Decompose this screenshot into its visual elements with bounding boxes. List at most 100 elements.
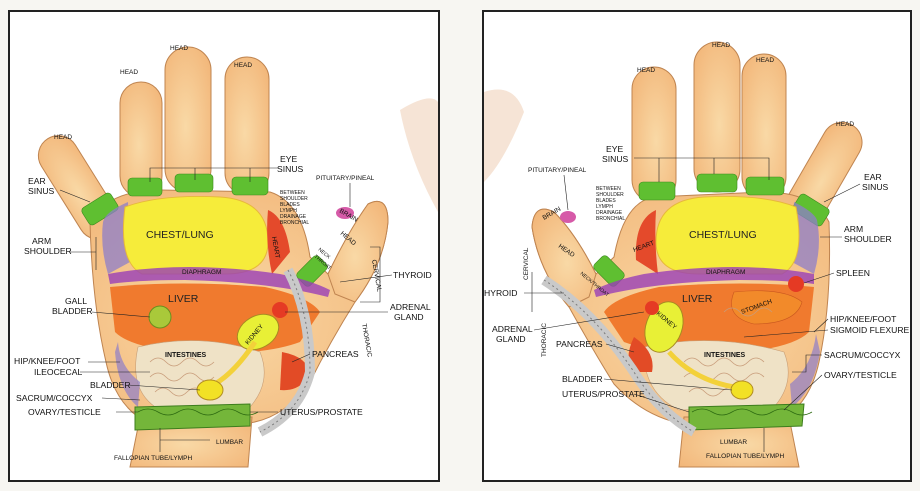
head-index-label: HEAD bbox=[756, 57, 774, 64]
pituitary-label: PITUITARY/PINEAL bbox=[316, 175, 375, 182]
lumbar-label: LUMBAR bbox=[720, 439, 747, 446]
chest-lung-zone bbox=[655, 195, 800, 275]
head-pinky-label: HEAD bbox=[54, 134, 72, 141]
shoulder-label: SHOULDER bbox=[24, 246, 72, 256]
hip-zone bbox=[790, 334, 820, 407]
ear-sinus-label: SINUS bbox=[28, 186, 55, 196]
head-ring-label: HEAD bbox=[637, 67, 655, 74]
head-middle-label: HEAD bbox=[170, 45, 188, 52]
lumbar-pattern bbox=[691, 408, 813, 416]
svg-text:BETWEEN: BETWEEN bbox=[596, 186, 621, 192]
brain-spot bbox=[560, 211, 576, 223]
head-ring-label: HEAD bbox=[234, 62, 252, 69]
lumbar-band bbox=[688, 403, 805, 431]
ear-sinus-label: SINUS bbox=[862, 182, 889, 192]
ring-finger bbox=[224, 56, 270, 196]
diaphragm-zone bbox=[594, 267, 814, 297]
svg-text:SHOULDER: SHOULDER bbox=[280, 196, 308, 202]
gall-label: GALL bbox=[65, 296, 87, 306]
between-shoulder-blades-label: BETWEEN SHOULDER BLADES LYMPH DRAINAGE B… bbox=[280, 190, 309, 226]
svg-text:DRAINAGE: DRAINAGE bbox=[280, 214, 307, 220]
chest-lung-label: CHEST/LUNG bbox=[689, 229, 757, 241]
right-hand-panel: CHEST/LUNG HEART DIAPHRAGM LIVER STOMACH… bbox=[482, 10, 912, 482]
intestine-coils bbox=[683, 307, 773, 397]
svg-text:BRONCHIAL: BRONCHIAL bbox=[596, 216, 625, 222]
bladder-zone bbox=[196, 379, 224, 401]
svg-text:BLADES: BLADES bbox=[596, 198, 616, 204]
sacrum-coccyx-label: SACRUM/COCCYX bbox=[824, 350, 901, 360]
middle-finger bbox=[164, 46, 212, 193]
adrenal-label: ADRENAL bbox=[390, 302, 431, 312]
thoracic-label: THORACIC bbox=[541, 323, 548, 357]
ureter bbox=[667, 350, 735, 390]
head-index-label: HEAD bbox=[120, 69, 138, 76]
hip-knee-foot-label: HIP/KNEE/FOOT bbox=[830, 314, 897, 324]
organ-zones bbox=[102, 195, 354, 437]
bladder-label: BLADDER bbox=[90, 380, 131, 390]
heart-zone bbox=[635, 210, 658, 274]
gall-bladder-zone bbox=[148, 305, 172, 329]
heart-label: HEART bbox=[270, 236, 281, 259]
pituitary-label: PITUITARY/PINEAL bbox=[528, 167, 587, 174]
thyroid-label: THYROID bbox=[393, 270, 432, 280]
sacrum-coccyx-label: SACRUM/COCCYX bbox=[16, 393, 93, 403]
right-hand-diagram: CHEST/LUNG HEART DIAPHRAGM LIVER STOMACH… bbox=[484, 41, 910, 468]
cervical-label: CERVICAL bbox=[523, 247, 530, 280]
gall-bladder-label: BLADDER bbox=[52, 306, 93, 316]
svg-text:LYMPH: LYMPH bbox=[596, 204, 613, 210]
intestines-label: INTESTINES bbox=[704, 352, 746, 359]
lumbar-band bbox=[134, 403, 251, 431]
lumbar-label: LUMBAR bbox=[216, 439, 243, 446]
uterus-prostate-label: UTERUS/PROSTATE bbox=[562, 389, 645, 399]
middle-finger bbox=[693, 41, 741, 193]
ear-label: EAR bbox=[864, 172, 882, 182]
svg-text:DRAINAGE: DRAINAGE bbox=[596, 210, 623, 216]
spleen-zone bbox=[788, 276, 804, 292]
adrenal-gland-label: GLAND bbox=[394, 312, 424, 322]
pancreas-label: PANCREAS bbox=[556, 339, 603, 349]
svg-text:BLADES: BLADES bbox=[280, 202, 300, 208]
arm-shoulder-zone bbox=[102, 202, 130, 274]
sigmoid-flexure-label: SIGMOID FLEXURE bbox=[830, 325, 910, 335]
finger-bands bbox=[593, 173, 830, 287]
svg-text:BETWEEN: BETWEEN bbox=[280, 190, 305, 196]
background-shade bbox=[400, 98, 438, 212]
arm-label: ARM bbox=[844, 224, 863, 234]
eye-sinus-label: SINUS bbox=[602, 154, 629, 164]
hip-knee-foot-label: HIP/KNEE/FOOT bbox=[14, 356, 81, 366]
bladder-zone bbox=[730, 380, 754, 400]
fallopian-label: FALLOPIAN TUBE/LYMPH bbox=[706, 453, 784, 460]
spine-segments bbox=[259, 269, 311, 433]
pancreas-label: PANCREAS bbox=[312, 349, 359, 359]
uterus-prostate-label: UTERUS/PROSTATE bbox=[280, 407, 363, 417]
spine-coil bbox=[541, 275, 697, 437]
svg-text:BRONCHIAL: BRONCHIAL bbox=[280, 220, 309, 226]
adrenal-zone bbox=[272, 302, 288, 318]
kidney-zone bbox=[236, 313, 280, 351]
head-middle-label: HEAD bbox=[712, 42, 730, 49]
left-hand-diagram: CHEST/LUNG HEART DIAPHRAGM LIVER KIDNEY … bbox=[14, 45, 438, 468]
background-shade bbox=[484, 89, 524, 182]
brain-spot bbox=[336, 207, 354, 219]
eye-sinus-label: SINUS bbox=[277, 164, 304, 174]
bladder-label: BLADDER bbox=[562, 374, 603, 384]
adrenal-gland-label: GLAND bbox=[496, 334, 526, 344]
between-shoulder-blades-label: BETWEEN SHOULDER BLADES LYMPH DRAINAGE B… bbox=[596, 186, 625, 222]
finger-bands bbox=[81, 173, 328, 287]
ileocecal-label: ILEOCECAL bbox=[34, 367, 82, 377]
arm-shoulder-zone bbox=[792, 202, 819, 274]
ear-label: EAR bbox=[28, 176, 46, 186]
shoulder-label: SHOULDER bbox=[844, 234, 892, 244]
adrenal-zone bbox=[645, 301, 659, 315]
intestines-label: INTESTINES bbox=[165, 352, 207, 359]
diaphragm-label: DIAPHRAGM bbox=[182, 269, 221, 276]
intestines-zone bbox=[135, 340, 265, 411]
thoracic-label: THORACIC bbox=[360, 323, 373, 358]
fallopian-label: FALLOPIAN TUBE/LYMPH bbox=[114, 455, 192, 462]
head-pinky-label: HEAD bbox=[836, 121, 854, 128]
spleen-label: SPLEEN bbox=[836, 268, 870, 278]
pancreas-zone bbox=[628, 337, 653, 372]
thumb bbox=[327, 200, 389, 303]
heart-zone bbox=[267, 210, 290, 274]
intestine-coils bbox=[149, 357, 215, 397]
